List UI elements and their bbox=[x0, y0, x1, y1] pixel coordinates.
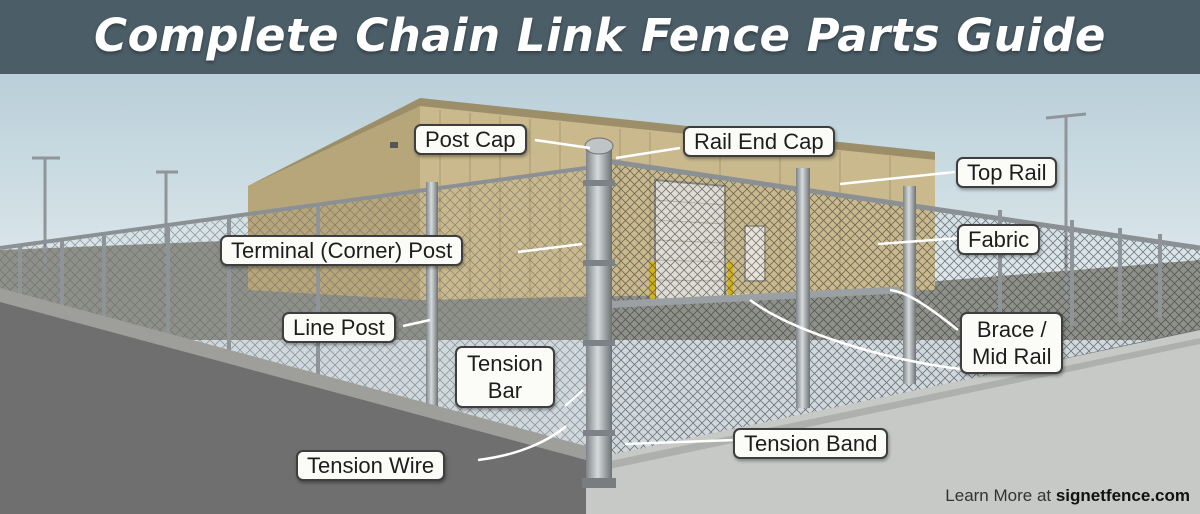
callout-brace-mid-rail: Brace / Mid Rail bbox=[960, 312, 1064, 374]
title-bar: Complete Chain Link Fence Parts Guide bbox=[0, 0, 1200, 74]
callout-tension-bar: Tension Bar bbox=[455, 346, 555, 408]
callout-tension-bar-line2: Bar bbox=[487, 378, 523, 403]
callout-fabric: Fabric bbox=[957, 224, 1041, 255]
callout-tension-wire: Tension Wire bbox=[296, 450, 446, 481]
callout-tension-bar-line1: Tension bbox=[467, 351, 543, 376]
credit-text: Learn More at signetfence.com bbox=[945, 486, 1190, 506]
credit-prefix: Learn More at bbox=[945, 486, 1056, 505]
callout-line-post: Line Post bbox=[282, 312, 396, 343]
credit-site-link[interactable]: signetfence.com bbox=[1055, 486, 1190, 505]
callout-top-rail: Top Rail bbox=[956, 157, 1058, 188]
terminal-post-shape bbox=[586, 148, 612, 478]
callout-brace-line2: Mid Rail bbox=[972, 344, 1052, 369]
callout-brace-line1: Brace / bbox=[976, 317, 1047, 342]
callout-post-cap: Post Cap bbox=[414, 124, 527, 155]
callout-rail-end-cap: Rail End Cap bbox=[683, 126, 835, 157]
callout-tension-band: Tension Band bbox=[733, 428, 889, 459]
page-title: Complete Chain Link Fence Parts Guide bbox=[94, 9, 1106, 62]
callout-terminal-post: Terminal (Corner) Post bbox=[220, 235, 464, 266]
